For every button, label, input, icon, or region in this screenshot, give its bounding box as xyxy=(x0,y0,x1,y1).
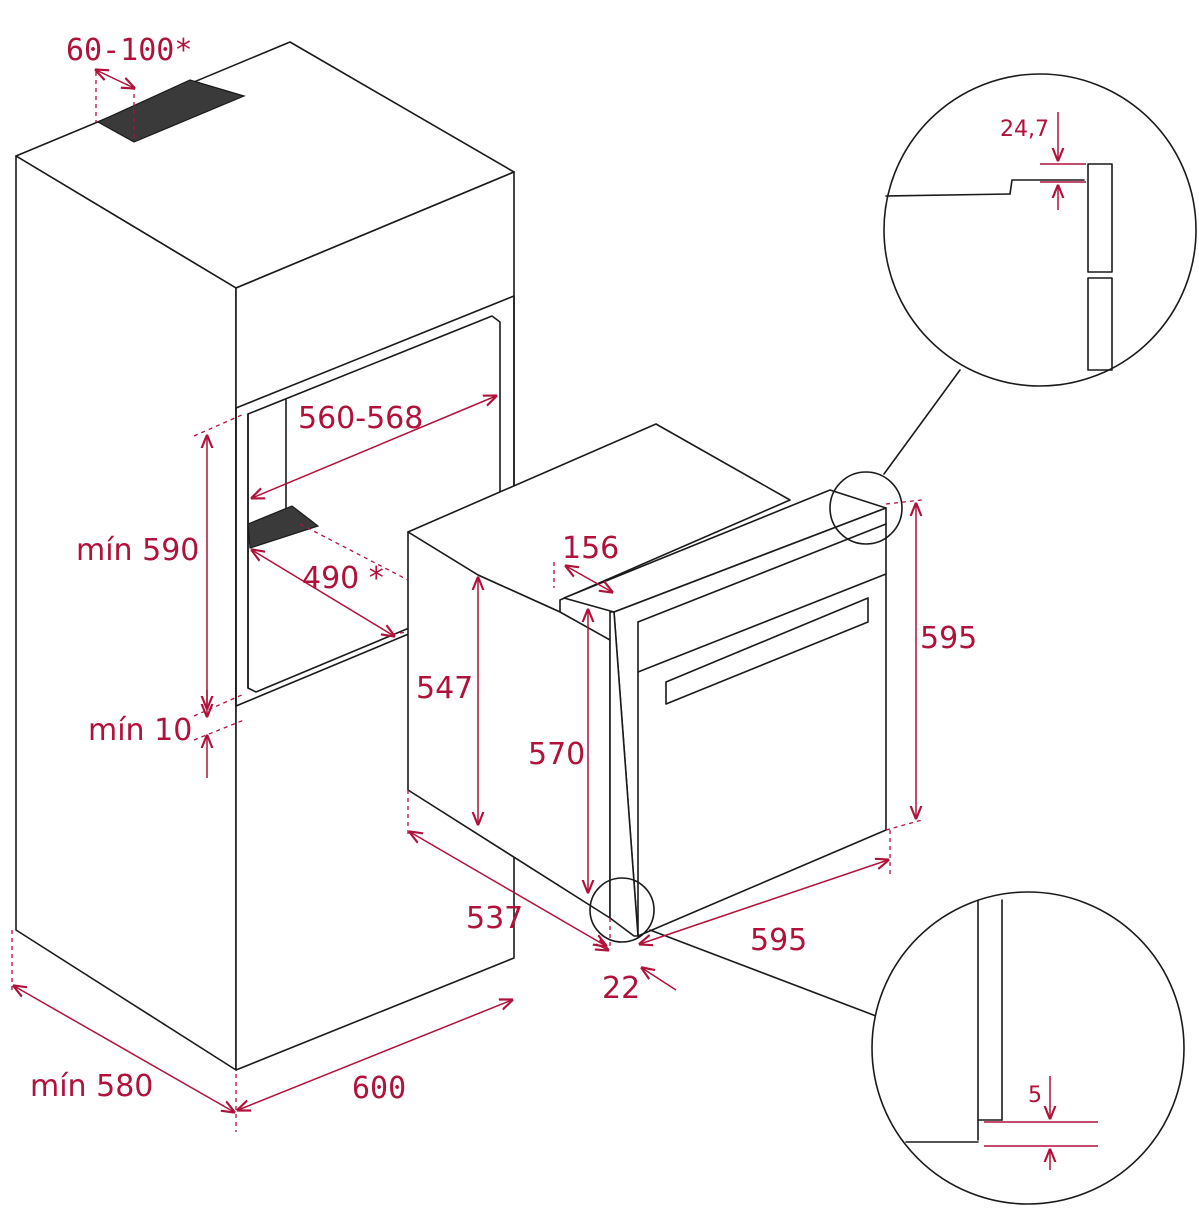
oven-inner-height-label: 570 xyxy=(528,737,585,772)
niche-vent-slot xyxy=(247,505,320,549)
cabinet-left-side xyxy=(15,155,237,1071)
oven-handle xyxy=(665,597,869,705)
cabinet-width-label: 600 xyxy=(352,1071,406,1106)
oven-body-height-label: 547 xyxy=(416,671,473,706)
cavity-width-label: 560-568 xyxy=(298,401,423,436)
cabinet-width-dimension: 600 xyxy=(238,1000,512,1110)
cabinet-depth-dimension: mín 580 xyxy=(12,930,236,1132)
oven-depth-dimension: 537 xyxy=(408,790,606,946)
detail-circle-bottom: 5 xyxy=(589,877,1185,1205)
oven-front-edge xyxy=(609,611,639,937)
oven-height-dimension: 595 xyxy=(885,499,977,831)
oven-front-offset-dimension: 156 xyxy=(553,531,619,592)
min-height-label: mín 590 xyxy=(76,533,199,568)
detail-top-dimension: 24,7 xyxy=(1000,117,1049,142)
oven-width-dimension: 595 xyxy=(640,830,890,958)
door-offset-dimension: 22 xyxy=(596,918,677,1006)
oven xyxy=(407,423,887,937)
min-gap-label: mín 10 xyxy=(88,713,192,748)
cavity-depth-dimension: 490 * xyxy=(252,523,409,636)
ventilation-label: 60-100* xyxy=(66,33,192,68)
detail-bottom-dimension: 5 xyxy=(1028,1083,1042,1108)
ventilation-dimension: 60-100* xyxy=(66,33,192,142)
oven-height-label: 595 xyxy=(920,621,977,656)
cabinet-depth-label: mín 580 xyxy=(30,1069,153,1104)
min-height-dimension: mín 590 xyxy=(76,413,245,717)
door-offset-label: 22 xyxy=(602,971,640,1006)
oven-width-label: 595 xyxy=(750,923,807,958)
detail-circle-top: 24,7 xyxy=(829,73,1197,545)
min-gap-dimension: mín 10 xyxy=(88,690,245,778)
oven-depth-label: 537 xyxy=(466,901,523,936)
cavity-width-dimension: 560-568 xyxy=(252,396,496,498)
cavity-depth-label: 490 * xyxy=(302,561,384,596)
oven-body-height-dimension: 547 xyxy=(416,578,478,824)
oven-front-offset-label: 156 xyxy=(562,531,619,566)
